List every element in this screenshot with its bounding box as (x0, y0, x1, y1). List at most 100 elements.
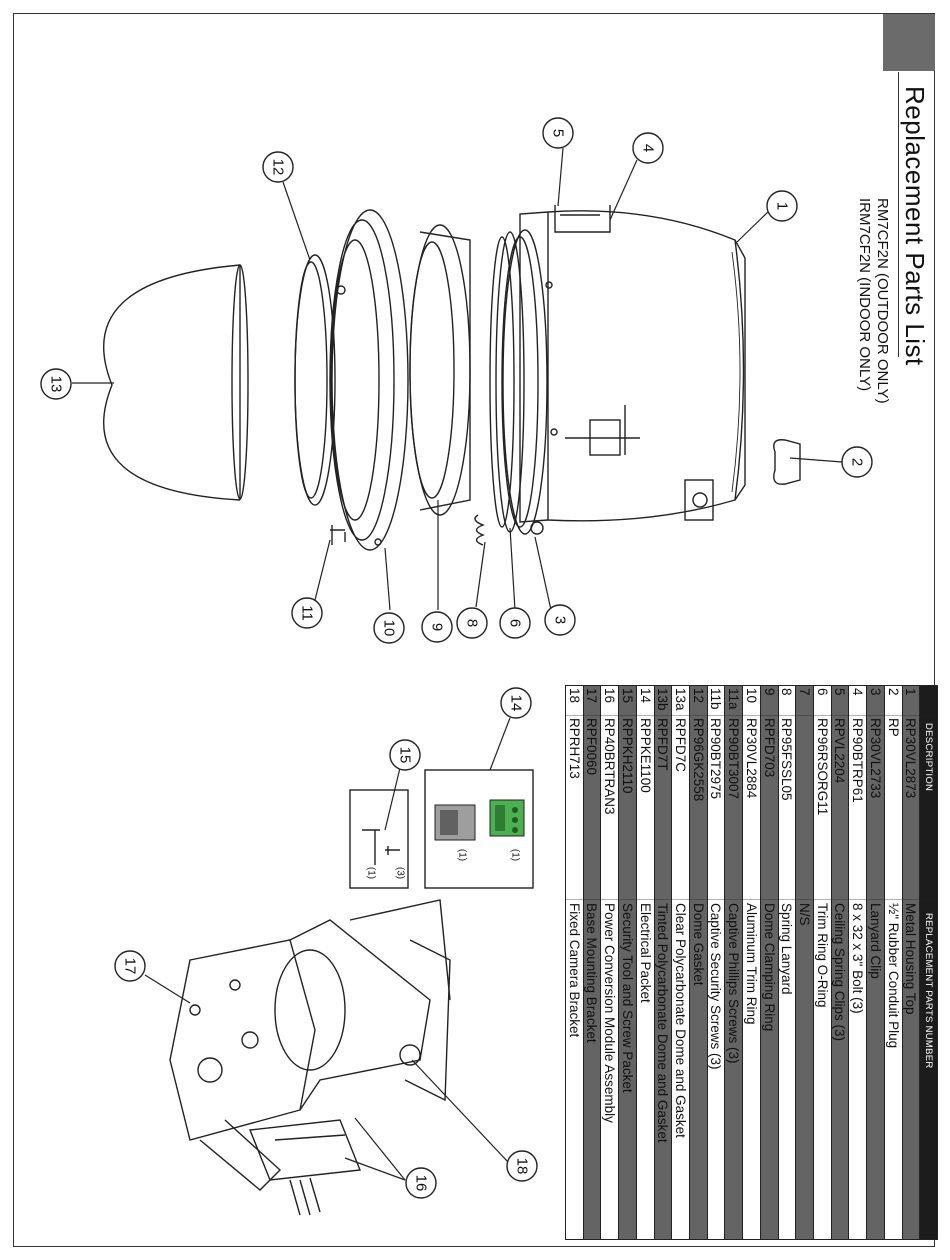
row-part-number: RPFD703 (761, 718, 777, 778)
row-item-number: 13a (672, 688, 688, 711)
row-description: Ceiling Spring Clips (3) (832, 903, 848, 1042)
table-gridline (565, 899, 937, 900)
row-description: Dome Clamping Ring (761, 903, 777, 1032)
table-gridline (830, 685, 832, 1240)
row-item-number: 4 (850, 688, 866, 696)
callout-8-label: 8 (464, 619, 481, 627)
callout-13-label: 13 (48, 376, 65, 393)
callout-2-label: 2 (849, 458, 866, 466)
security-tool-drawing (362, 829, 380, 865)
callout-17-label: 17 (122, 958, 139, 975)
row-part-number: RPFD7T (655, 718, 671, 771)
table-gridline (565, 685, 937, 686)
screw-drawing (330, 525, 346, 545)
row-part-number: RPRH713 (566, 718, 582, 779)
row-part-number: RP90BT2975 (708, 718, 724, 800)
row-item-number: 18 (566, 688, 582, 704)
row-description: ½" Rubber Conduit Plug (885, 903, 901, 1049)
callout-5 (542, 117, 574, 149)
row-description: Captive Phillips Screws (3) (726, 903, 742, 1064)
row-description: Base Mounting Bracket (584, 903, 600, 1043)
callout-12 (262, 151, 294, 183)
callout-circles (40, 117, 873, 1199)
page-border (13, 13, 935, 1247)
row-part-number: RP90BTRP61 (850, 718, 866, 803)
callout-14 (500, 687, 532, 719)
callout-4-label: 4 (640, 144, 657, 152)
trim-ring-drawing (489, 229, 548, 535)
metal-housing-drawing (519, 205, 746, 535)
corner-tab (883, 14, 935, 71)
callout-5-label: 5 (550, 129, 567, 137)
row-item-number: 11b (708, 688, 724, 710)
table-gridline (565, 1239, 937, 1240)
table-gridline (653, 685, 655, 1240)
row-part-number: RP30VL2884 (743, 718, 759, 799)
row-description: Dome Gasket (690, 903, 706, 986)
row-description: Spring Lanyard (779, 903, 795, 995)
row-item-number: 10 (743, 688, 759, 704)
table-gridline (565, 685, 566, 1240)
row-description: Security Tool and Screw Packet (619, 903, 635, 1093)
table-gridline (689, 685, 690, 1240)
row-description: Tinted Polycarbonate Dome and Gasket (655, 903, 671, 1143)
row-description: Trim Ring O-Ring (814, 903, 830, 1008)
row-item-number: 15 (619, 688, 635, 704)
bracket-drawing (169, 899, 451, 1216)
row-description: Power Conversion Module Assembly (602, 903, 618, 1123)
table-gridline (795, 685, 797, 1240)
row-description: Electrical Packet (637, 903, 653, 1003)
row-part-number: RPF0060 (584, 718, 600, 776)
aluminum-trim-ring-drawing (329, 209, 409, 551)
row-item-number: 8 (779, 688, 795, 696)
callout-6-label: 6 (507, 619, 524, 627)
connector-drawing (434, 804, 476, 841)
table-gridline (848, 685, 850, 1240)
callout-4 (632, 132, 664, 164)
row-description: Fixed Camera Bracket (566, 903, 582, 1038)
green-terminal-drawing (489, 799, 525, 837)
table-gridline (759, 685, 761, 1240)
callout-11-label: 11 (299, 605, 316, 621)
header-description: DESCRIPTION (922, 723, 934, 792)
callout-2 (841, 446, 873, 478)
callout-9-label: 9 (429, 623, 446, 631)
row-item-number: 11a (726, 688, 742, 710)
row-item-number: 17 (584, 688, 600, 704)
callout-6 (499, 607, 531, 639)
table-gridline (919, 685, 921, 1240)
table-gridline (901, 685, 903, 1240)
row-item-number: 16 (602, 688, 618, 704)
callout-1 (766, 190, 798, 222)
row-item-number: 9 (761, 688, 777, 696)
row-description: Aluminum Trim Ring (743, 903, 759, 1025)
callout-18-label: 18 (514, 1158, 531, 1175)
row-item-number: 6 (814, 688, 830, 696)
row-description: Clear Polycarbonate Dome and Gasket (672, 903, 688, 1138)
callout-15-label: 15 (397, 747, 414, 764)
row-item-number: 13b (655, 688, 671, 711)
row-part-number: RP30VL2733 (867, 718, 883, 799)
row-part-number: RPVL2204 (832, 718, 848, 784)
row-item-number: 12 (690, 688, 706, 704)
security-screw-drawing (385, 846, 400, 855)
table-gridline (937, 685, 938, 1240)
callout-3 (544, 604, 576, 636)
callout-16 (405, 1167, 437, 1199)
